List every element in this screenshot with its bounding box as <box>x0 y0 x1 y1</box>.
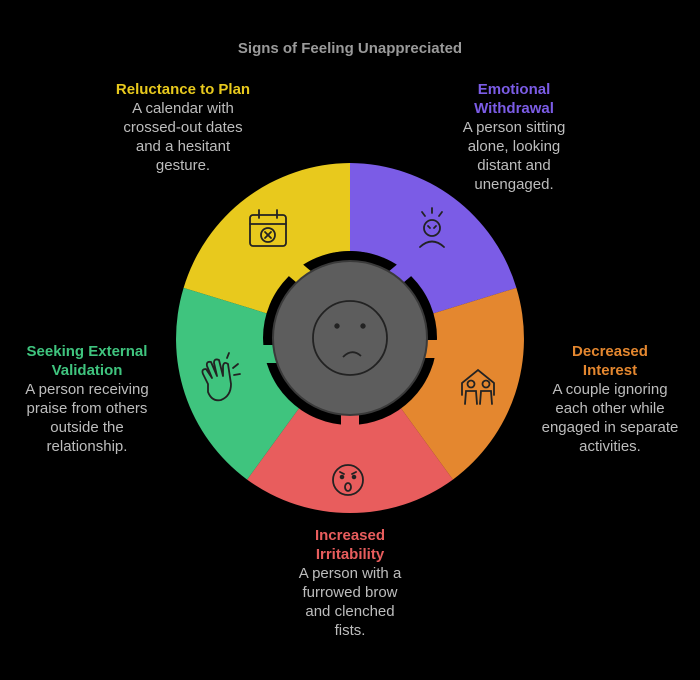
label-reluctance: Reluctance to Plan A calendar with cross… <box>108 80 258 175</box>
description-interest: A couple ignoring each other while engag… <box>541 381 679 455</box>
heading-reluctance: Reluctance to Plan <box>115 81 251 98</box>
description-irritability: A person with a furrowed brow and clench… <box>298 565 402 639</box>
center-hub <box>272 260 428 416</box>
label-validation: Seeking External Validation A person rec… <box>12 342 162 456</box>
label-interest: Decreased Interest A couple ignoring eac… <box>540 342 680 456</box>
heading-interest: Decreased Interest <box>572 343 648 379</box>
distressed-person-icon <box>419 207 445 248</box>
surprised-face-icon <box>332 464 364 496</box>
heading-validation: Seeking External Validation <box>26 343 148 379</box>
clapping-hands-icon <box>201 352 241 402</box>
description-reluctance: A calendar with crossed-out dates and a … <box>123 100 243 174</box>
segment-validation <box>176 287 300 480</box>
label-irritability: Increased Irritability A person with a f… <box>282 526 418 640</box>
segment-irritability <box>247 408 453 514</box>
sad-face-icon <box>312 300 388 376</box>
heading-withdrawal: Emotional Withdrawal <box>474 81 554 117</box>
diagram-title: Signs of Feeling Unappreciated <box>237 40 463 57</box>
segment-reluctance <box>183 163 350 314</box>
label-withdrawal: Emotional Withdrawal A person sitting al… <box>440 80 588 194</box>
couple-house-icon <box>461 368 495 405</box>
calendar-x-icon <box>249 209 287 247</box>
heading-irritability: Increased Irritability <box>314 527 386 563</box>
description-withdrawal: A person sitting alone, looking distant … <box>462 119 566 193</box>
description-validation: A person receiving praise from others ou… <box>25 381 149 455</box>
segment-withdrawal <box>350 163 517 314</box>
